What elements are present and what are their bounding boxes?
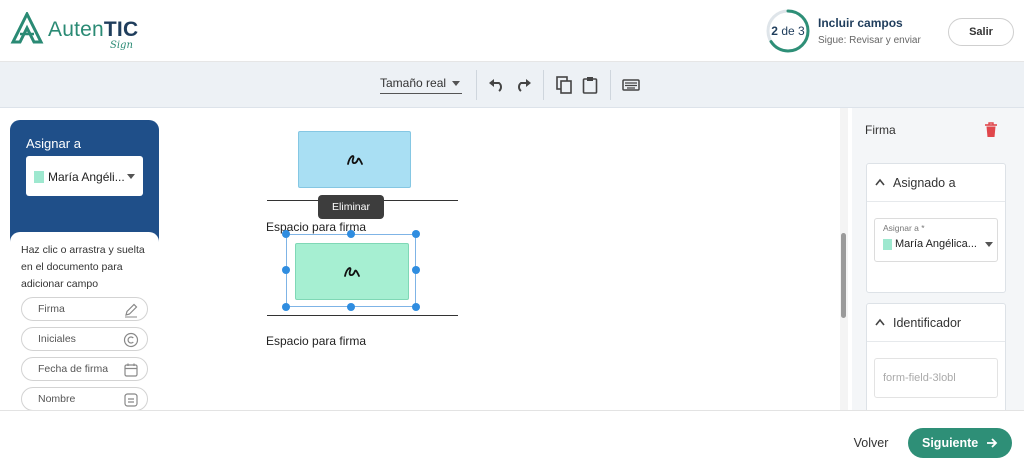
assigned-section: Asignado a Asignar a * María Angélica... (866, 163, 1006, 293)
properties-title: Firma (865, 123, 896, 137)
scrollbar-thumb[interactable] (841, 233, 846, 318)
step-progress-ring: 2 de 3 (765, 8, 811, 54)
back-button[interactable]: Volver (853, 436, 889, 450)
undo-icon[interactable] (486, 74, 508, 96)
document-canvas[interactable]: Espacio para firma Eliminar Espacio para… (185, 108, 838, 410)
delete-tooltip[interactable]: Eliminar (318, 195, 384, 219)
assignee-color-swatch (34, 171, 44, 183)
section-title: Asignado a (893, 176, 956, 190)
step-subtitle: Sigue: Revisar y enviar (818, 35, 921, 46)
document-scrollbar[interactable] (840, 108, 848, 410)
trash-icon[interactable] (984, 122, 998, 138)
field-list: Haz clic o arrastra y suelta en el docum… (10, 232, 159, 410)
logo-mark-icon (10, 12, 44, 44)
field-signature[interactable]: Firma (21, 297, 148, 321)
resize-handle[interactable] (412, 303, 420, 311)
app-footer: Volver Siguiente (0, 410, 1024, 466)
redo-icon[interactable] (512, 74, 534, 96)
calendar-icon (124, 363, 138, 377)
resize-handle[interactable] (347, 303, 355, 311)
resize-handle[interactable] (282, 266, 290, 274)
zoom-value: Tamaño real (380, 76, 447, 90)
pencil-icon (125, 303, 138, 318)
assign-title: Asignar a (26, 136, 81, 151)
assignee-select[interactable]: María Angéli... (26, 156, 143, 196)
logo-wordmark: AutenTIC (48, 18, 139, 41)
paste-icon[interactable] (579, 74, 601, 96)
resize-handle[interactable] (412, 230, 420, 238)
resize-handle[interactable] (282, 230, 290, 238)
signature-icon (344, 266, 360, 277)
identifier-placeholder: form-field-3lobl (883, 372, 956, 384)
zoom-select[interactable]: Tamaño real (380, 74, 463, 94)
assign-to-select[interactable]: Asignar a * María Angélica... (874, 218, 998, 262)
identifier-input[interactable]: form-field-3lobl (874, 358, 998, 398)
step-title: Incluir campos (818, 16, 903, 30)
assigned-section-header[interactable]: Asignado a (867, 164, 1005, 202)
signature-field-placeholder[interactable] (298, 131, 411, 188)
resize-handle[interactable] (347, 230, 355, 238)
chevron-down-icon (985, 242, 993, 247)
next-label: Siguiente (922, 436, 979, 450)
keyboard-icon[interactable] (620, 74, 642, 96)
step-counter: 2 de 3 (771, 24, 805, 38)
chevron-up-icon (875, 318, 885, 326)
assign-value: María Angélica... (895, 238, 977, 250)
signature-space-label: Espacio para firma (266, 220, 367, 234)
field-label: Iniciales (38, 333, 76, 345)
id-card-icon (124, 393, 138, 407)
assignee-color-swatch (883, 239, 892, 250)
resize-handle[interactable] (282, 303, 290, 311)
field-label: Firma (38, 303, 65, 315)
next-button[interactable]: Siguiente (908, 428, 1012, 458)
app-header: AutenTIC Sign 2 de 3 Incluir campos Sigu… (0, 0, 1024, 62)
toolbar-divider (610, 70, 611, 100)
copy-icon[interactable] (553, 74, 575, 96)
toolbar-divider (543, 70, 544, 100)
field-label: Fecha de firma (38, 363, 109, 375)
identifier-section-header[interactable]: Identificador (867, 304, 1005, 342)
properties-panel: Firma Asignado a Asignar a * María Angél… (852, 108, 1024, 423)
chevron-down-icon (452, 81, 461, 86)
section-title: Identificador (893, 316, 962, 330)
arrow-right-icon (987, 438, 998, 448)
assign-field-label: Asignar a * (883, 223, 925, 233)
field-label: Nombre (38, 393, 76, 405)
resize-handle[interactable] (412, 266, 420, 274)
signature-field-selected[interactable] (295, 243, 409, 300)
chevron-up-icon (875, 178, 885, 186)
field-name[interactable]: Nombre (21, 387, 148, 410)
signature-icon (346, 154, 363, 165)
toolbar-divider (476, 70, 477, 100)
assignee-value: María Angéli... (48, 170, 125, 184)
chevron-down-icon (127, 174, 135, 179)
signature-line (267, 315, 458, 316)
field-signing-date[interactable]: Fecha de firma (21, 357, 148, 381)
exit-button[interactable]: Salir (948, 18, 1014, 46)
field-initials[interactable]: Iniciales (21, 327, 148, 351)
signature-space-label: Espacio para firma (266, 334, 367, 348)
document-toolbar: Tamaño real (0, 62, 1024, 108)
help-text: Haz clic o arrastra y suelta en el docum… (21, 244, 145, 290)
copyright-icon (123, 332, 139, 348)
field-palette-panel: Asignar a María Angéli... Haz clic o arr… (10, 120, 159, 410)
identifier-section: Identificador form-field-3lobl (866, 303, 1006, 423)
logo-sign: Sign (110, 40, 133, 51)
autentic-logo: AutenTIC Sign (10, 10, 138, 52)
